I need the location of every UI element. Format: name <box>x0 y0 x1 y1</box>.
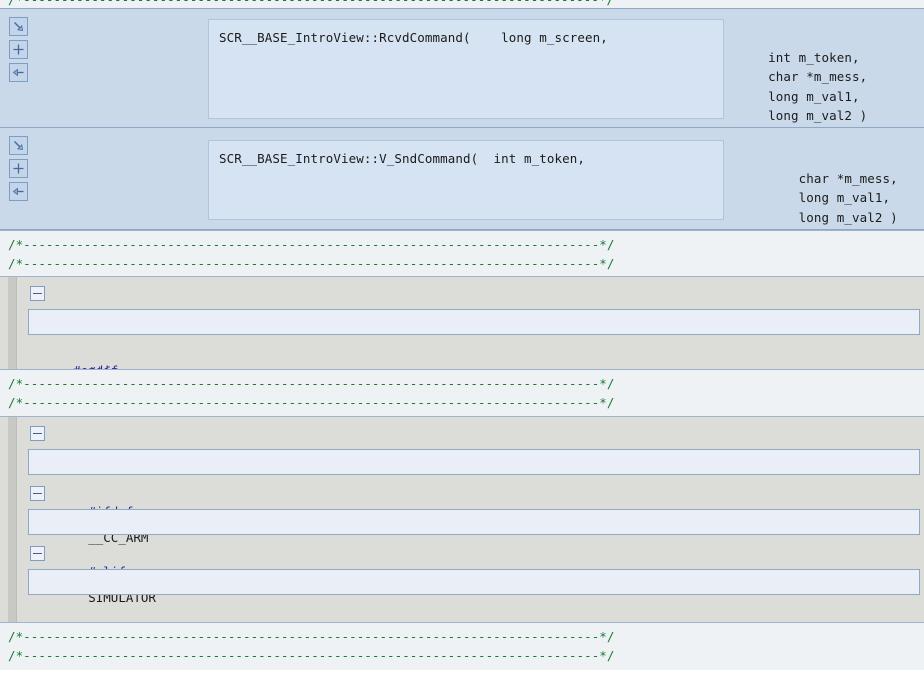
arrow-down-right-icon[interactable] <box>9 136 28 155</box>
method-params-rcvdcommand: long m_screen, int m_token, char *m_mess… <box>501 30 868 124</box>
comment-separator-band-2: /*--------------------------------------… <box>0 370 924 417</box>
comment-line[interactable]: /*--------------------------------------… <box>8 395 615 410</box>
comment-line[interactable]: /*--------------------------------------… <box>8 237 615 252</box>
preprocessor-endif: #endif <Anweisung> <box>0 335 924 369</box>
comment-separator-band-1: /*--------------------------------------… <box>0 230 924 277</box>
preprocessor-block-notused: #if NOTUSED #endif <Anweisung> <box>0 277 924 370</box>
block-gutter-bar <box>8 277 17 369</box>
method-signature-panel-vsndcommand: SCR__BASE_IntroView::V_SndCommand( int m… <box>0 128 924 230</box>
statement-slot[interactable] <box>28 309 920 335</box>
method-gutter-vsndcommand <box>9 136 33 205</box>
collapse-toggle-icon[interactable] <box>30 486 45 501</box>
collapse-toggle-icon[interactable] <box>30 286 45 301</box>
preprocessor-block-cc-arm: #ifdef __CC_ARM #elif SIMULATOR #else <A… <box>0 417 924 623</box>
comment-line[interactable]: /*--------------------------------------… <box>8 648 615 663</box>
collapse-toggle-icon[interactable] <box>30 546 45 561</box>
comment-separator-band-3: /*--------------------------------------… <box>0 623 924 670</box>
arrow-left-icon[interactable] <box>9 63 28 82</box>
preprocessor-keyword: #if <box>88 364 111 369</box>
method-params-vsndcommand: int m_token, char *m_mess, long m_val1, … <box>493 151 898 225</box>
method-gutter-rcvdcommand <box>9 17 33 86</box>
arrow-down-right-icon[interactable] <box>9 17 28 36</box>
comment-line[interactable]: /*--------------------------------------… <box>8 256 615 271</box>
method-signature-box-vsndcommand[interactable]: SCR__BASE_IntroView::V_SndCommand( int m… <box>208 140 898 225</box>
statement-slot[interactable] <box>28 509 920 535</box>
preprocessor-branch-ifdef: #ifdef __CC_ARM <box>0 417 924 545</box>
preprocessor-branch-if: #if NOTUSED <box>0 277 924 369</box>
preprocessor-keyword: #endif <box>73 363 118 369</box>
comment-line[interactable]: /*--------------------------------------… <box>8 376 615 391</box>
plus-icon[interactable] <box>9 40 28 59</box>
block-gutter-bar <box>8 417 17 622</box>
preprocessor-branch-else: #else <Anweisung> <box>0 535 924 567</box>
statement-slot[interactable] <box>28 449 920 475</box>
collapse-toggle-icon[interactable] <box>30 426 45 441</box>
arrow-left-icon[interactable] <box>9 182 28 201</box>
method-signature-panel-rcvdcommand: SCR__BASE_IntroView::RcvdCommand( long m… <box>0 8 924 128</box>
preprocessor-branch-elif: #elif SIMULATOR <box>0 475 924 605</box>
plus-icon[interactable] <box>9 159 28 178</box>
method-name-rcvdcommand: SCR__BASE_IntroView::RcvdCommand( <box>219 30 471 45</box>
preprocessor-endif: #endif <Anweisung> <box>0 595 924 619</box>
method-signature-box-rcvdcommand[interactable]: SCR__BASE_IntroView::RcvdCommand( long m… <box>208 19 867 123</box>
method-name-vsndcommand: SCR__BASE_IntroView::V_SndCommand( <box>219 151 479 166</box>
clipped-comment-left: /*--------------------------------------… <box>8 0 614 7</box>
statement-slot[interactable] <box>28 569 920 595</box>
comment-line[interactable]: /*--------------------------------------… <box>8 629 615 644</box>
